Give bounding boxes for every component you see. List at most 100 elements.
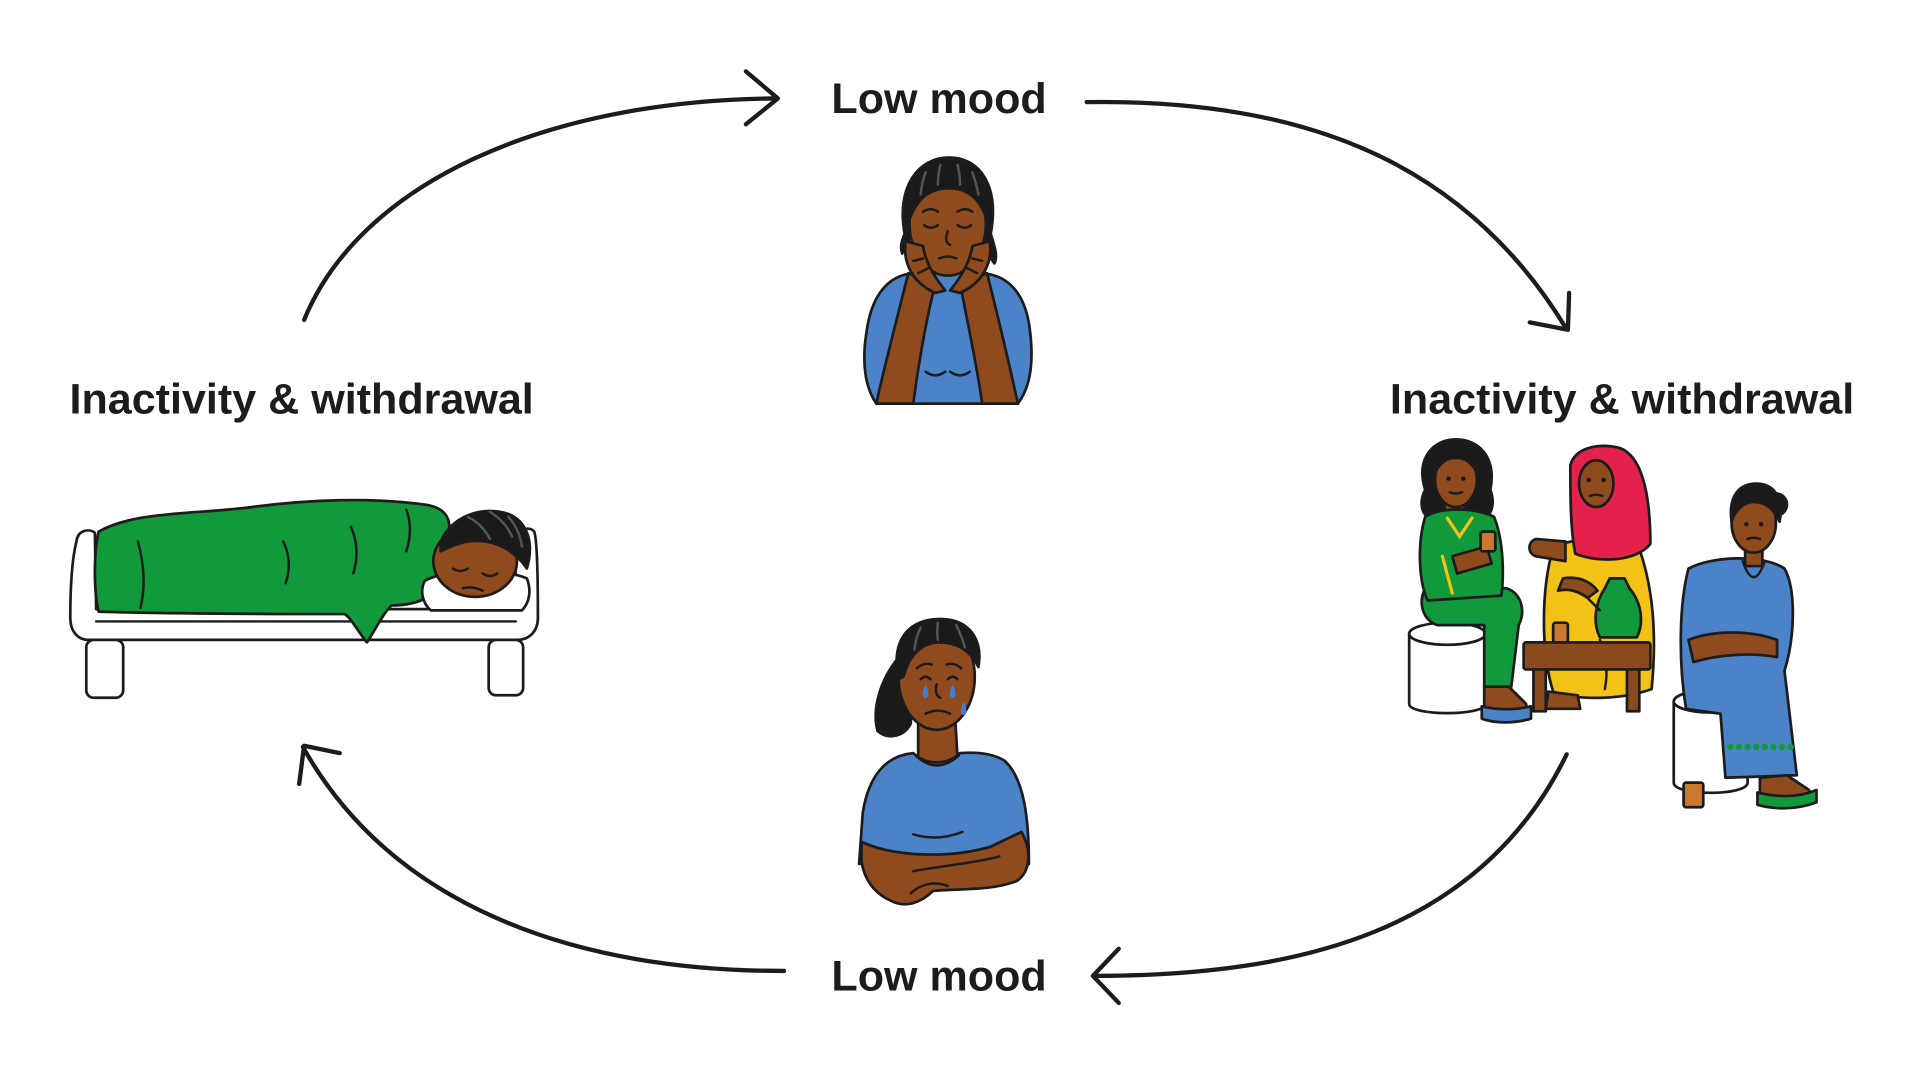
cup-on-table [1551,621,1570,644]
right-eye [1601,477,1606,483]
woman-crying-illustration [857,617,1031,906]
left-eyebrow [921,207,940,213]
braid-line [488,510,514,538]
arrow-right-inactivity-to-bottom-low-mood [1090,752,1569,1006]
arrow-head [743,69,781,127]
braid-line [507,515,524,548]
chest-line [948,370,972,377]
arrow-curve [1093,752,1569,979]
bed-leg-right [487,638,525,697]
arrow-head [297,743,342,787]
bead [1778,743,1786,751]
right-inactivity-label: Inactivity & withdrawal [1390,375,1854,423]
right-sad-eye [946,675,959,681]
arrow-left-inactivity-to-top-low-mood [301,69,781,323]
face [1577,458,1615,509]
sleeping-hair [439,509,532,570]
arrow-curve [1084,99,1568,330]
left-hand [903,239,947,295]
tear-drop [960,701,967,715]
nose [934,682,942,699]
green-blanket [93,498,451,644]
red-scarf [1569,444,1652,561]
table-leg-left [1532,665,1548,713]
right-eyebrow [956,207,974,213]
woman-blue-dress [1672,482,1818,810]
bead [1770,743,1777,751]
crossed-arms [1687,631,1779,664]
crossed-arms [860,830,1030,906]
bed-leg-left [84,638,125,700]
arm-holding-cup [1450,545,1493,575]
braid-line [955,623,967,649]
blue-shirt [857,751,1031,866]
finger-line [971,257,984,263]
left-closed-eye [451,567,469,573]
table-leg-right [1625,665,1641,713]
person-sleeping-in-bed-illustration [68,498,540,700]
reaching-arm [1528,537,1567,563]
mouth [1448,491,1464,495]
arrow-head [1527,290,1572,332]
woman-green-dress [1407,437,1533,724]
bead [1727,743,1734,751]
bottom-low-mood-label: Low mood [831,953,1046,1001]
left-inactivity-label: Inactivity & withdrawal [70,375,534,423]
woman-head-in-hands-illustration [863,156,1033,405]
blanket-fold [281,540,290,585]
arrow-curve [301,96,776,323]
blanket-fold [349,525,358,575]
dress-trim [1440,554,1454,595]
right-eye [1461,476,1466,481]
necklace [1741,559,1767,579]
bead [1735,743,1743,751]
hair-top [1433,441,1479,474]
right-hand [948,239,992,295]
left-eyebrow [915,662,933,670]
frowning-mouth [924,709,952,715]
nose [945,230,952,247]
arm-crease [912,855,1001,873]
mouth [1746,536,1762,541]
table-top [1522,641,1652,671]
bead [1744,743,1751,751]
feet [1544,690,1582,711]
chest-line [924,370,947,377]
arrow-head [1090,946,1121,1006]
finger-line [916,267,930,275]
right-eyebrow [945,662,963,670]
coffee-table [1522,577,1652,713]
hair-top [908,158,989,218]
braid-line [956,163,962,186]
finger-line [966,267,979,275]
tear-drop [949,684,956,698]
hair-top [1729,482,1783,524]
mouth [461,586,484,592]
coffee-cup [1479,530,1497,553]
blanket-fold [405,508,412,553]
bead [1761,743,1769,751]
mouth [1588,493,1604,498]
left-sad-eye [919,675,932,681]
braid-line [936,163,942,186]
cup-on-floor [1682,781,1705,809]
right-closed-eye [956,223,973,229]
tear-drop [922,684,929,698]
blanket-fold [136,540,145,610]
bead [1752,743,1760,751]
sandal [1756,788,1818,810]
top-low-mood-label: Low mood [831,75,1046,123]
bead [1787,743,1794,751]
chest-line [912,830,964,839]
left-eye [1446,476,1451,481]
right-closed-eye [481,572,499,578]
braid-line [466,515,492,541]
women-coffee-gathering-illustration [1407,437,1818,810]
arrow-curve [300,744,787,974]
left-eye [1586,477,1592,483]
sandal [1480,705,1533,724]
mouth [937,255,958,260]
braid-line [919,171,927,196]
finger-line [912,257,925,263]
